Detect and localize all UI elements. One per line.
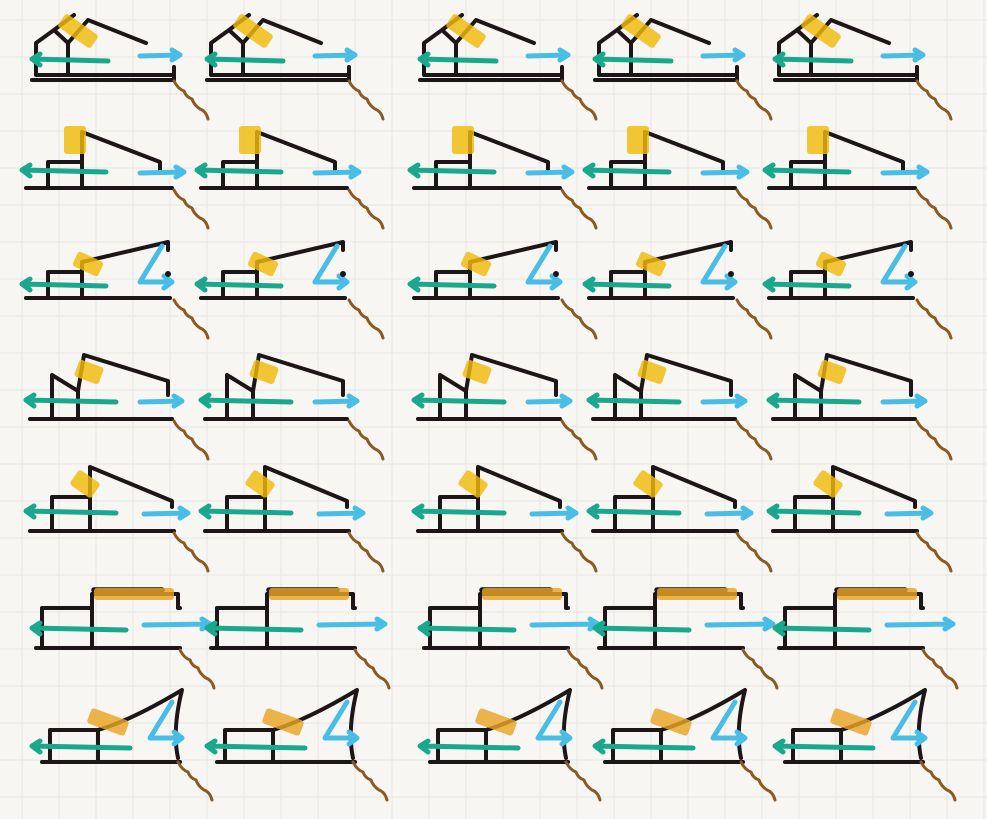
- sun-marker-icon: [482, 588, 562, 600]
- sun-marker-icon: [657, 588, 737, 600]
- pivot-dot-icon: [728, 271, 734, 277]
- sun-marker-icon: [452, 126, 474, 154]
- sun-marker-icon: [239, 126, 261, 154]
- sun-marker-icon: [269, 588, 349, 600]
- pivot-dot-icon: [340, 271, 346, 277]
- sun-marker-icon: [94, 588, 174, 600]
- sun-marker-icon: [64, 126, 86, 154]
- pivot-dot-icon: [165, 271, 171, 277]
- sun-marker-icon: [807, 126, 829, 154]
- pivot-dot-icon: [908, 271, 914, 277]
- pivot-dot-icon: [553, 271, 559, 277]
- sun-marker-icon: [837, 588, 917, 600]
- sun-marker-icon: [627, 126, 649, 154]
